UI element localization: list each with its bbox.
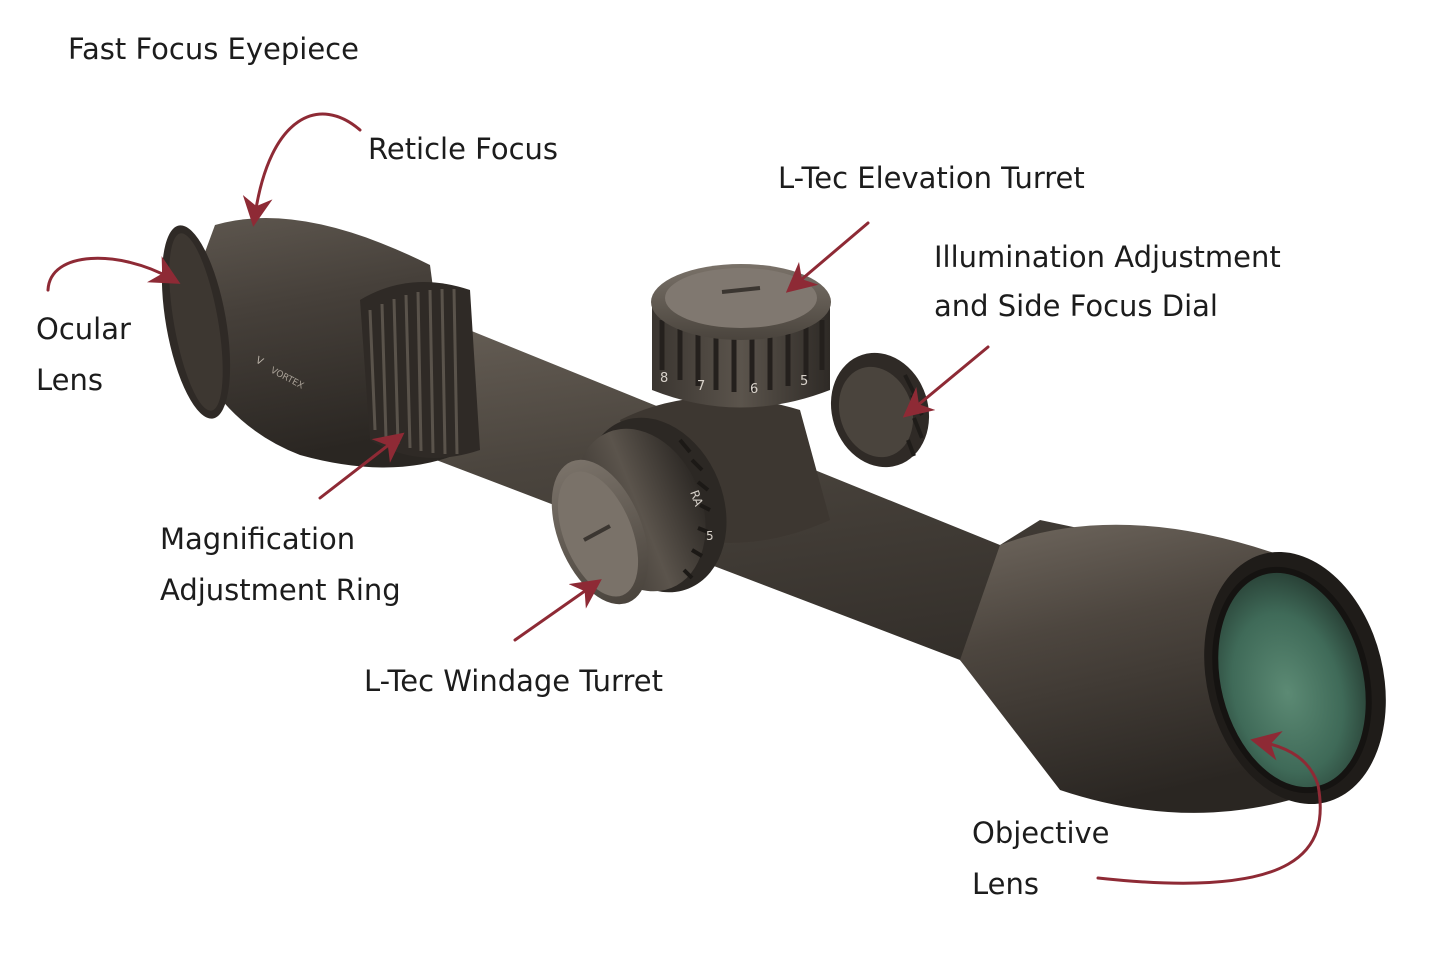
- magnification-ring-label: Magnification Adjustment Ring: [160, 522, 401, 607]
- objective-lens-label: Objective Lens: [972, 816, 1110, 901]
- windage-turret: RA 5: [551, 417, 727, 605]
- windage-mark: 5: [706, 529, 714, 543]
- ocular-lens-label: Ocular Lens: [36, 312, 131, 397]
- reticle-focus-label: Reticle Focus: [368, 132, 559, 166]
- elevation-turret-label: L-Tec Elevation Turret: [778, 161, 1085, 195]
- objective-bell: [960, 524, 1386, 813]
- elevation-mark: 7: [697, 379, 705, 394]
- windage-turret-label: L-Tec Windage Turret: [364, 664, 663, 698]
- ocular-lens-arrow: [46, 256, 181, 292]
- fast-focus-eyepiece-label: Fast Focus Eyepiece: [68, 32, 359, 66]
- elevation-mark: 8: [660, 371, 668, 386]
- windage-mark: RA: [687, 488, 706, 509]
- windage-turret-arrow: [513, 579, 602, 642]
- illumination-arrow: [902, 345, 990, 418]
- magnification-arrow: [318, 432, 405, 500]
- side-focus-dial: [830, 352, 930, 468]
- magnification-ring: [360, 282, 480, 458]
- elevation-turret: 8 7 6 5: [651, 264, 831, 408]
- elevation-turret-arrow: [785, 221, 870, 293]
- objective-lens-arrow: [1096, 731, 1322, 885]
- svg-text:V: V: [254, 355, 265, 368]
- illumination-side-focus-label: Illumination Adjustment and Side Focus D…: [934, 240, 1281, 323]
- reticle-focus-arrow: [242, 112, 362, 227]
- elevation-mark: 5: [800, 374, 808, 389]
- elevation-mark: 6: [750, 382, 758, 397]
